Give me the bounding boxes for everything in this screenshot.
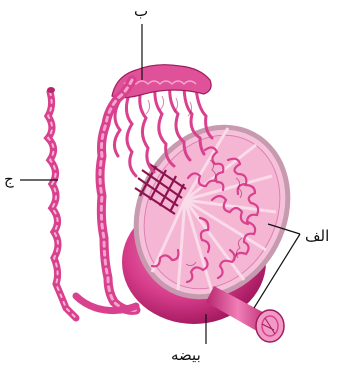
label-testis: بیضه [171,348,201,363]
label-alef: الف [305,229,329,244]
vas-deferens-end [47,87,55,93]
label-j: ج [4,172,14,187]
label-b: ب [134,4,148,19]
tail-loop [76,296,136,311]
